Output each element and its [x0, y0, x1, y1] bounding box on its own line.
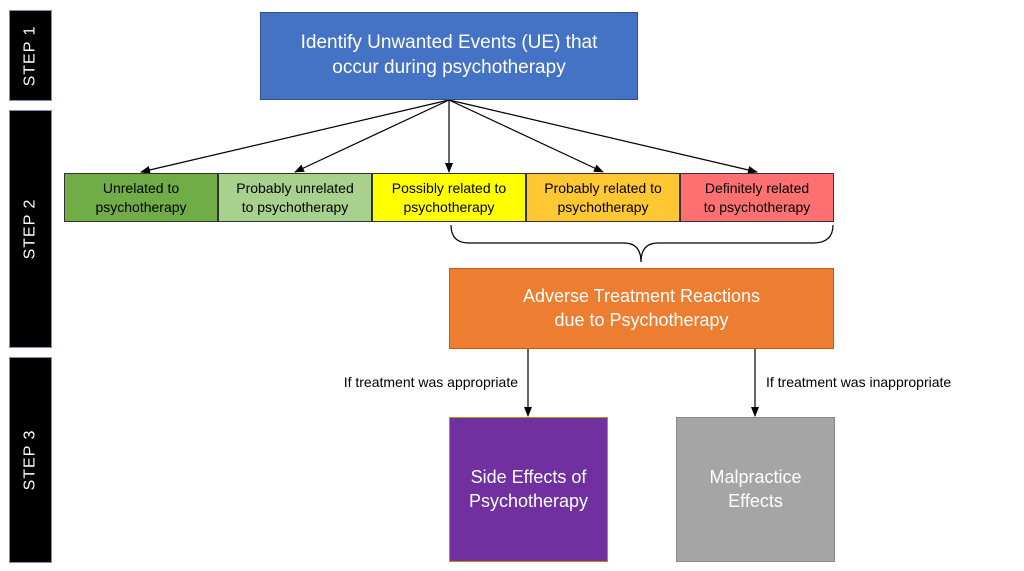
arrow-to-unrelated	[140, 99, 450, 174]
side-effects-box: Side Effects of Psychotherapy	[449, 417, 608, 562]
malpractice-effects-text: Malpractice Effects	[709, 467, 802, 511]
adverse-treatment-reactions-box: Adverse Treatment Reactions due to Psych…	[449, 268, 834, 349]
arrow-to-definitely-related	[448, 99, 758, 174]
category-probably-unrelated: Probably unrelated to psychotherapy	[218, 173, 372, 222]
category-possibly-related: Possibly related to psychotherapy	[372, 173, 526, 222]
category-possibly-related-text: Possibly related to psychotherapy	[391, 180, 507, 215]
category-probably-unrelated-text: Probably unrelated to psychotherapy	[236, 180, 354, 215]
category-probably-related: Probably related to psychotherapy	[526, 173, 680, 222]
side-effects-text: Side Effects of Psychotherapy	[468, 467, 589, 511]
branch-label-inappropriate: If treatment was inappropriate	[766, 374, 952, 390]
step-2-label: STEP 2	[9, 110, 52, 348]
arrow-to-probably-unrelated	[294, 99, 450, 173]
category-unrelated-text: Unrelated to psychotherapy	[95, 180, 187, 215]
identify-unwanted-events-box: Identify Unwanted Events (UE) that occur…	[260, 12, 638, 100]
step-3-label: STEP 3	[9, 357, 52, 563]
adverse-treatment-reactions-text: Adverse Treatment Reactions due to Psych…	[522, 286, 761, 330]
grouping-brace	[450, 224, 834, 263]
category-definitely-related: Definitely related to psychotherapy	[680, 173, 834, 222]
category-definitely-related-text: Definitely related to psychotherapy	[703, 180, 811, 215]
arrow-to-probably-related	[448, 99, 604, 173]
identify-unwanted-events-text: Identify Unwanted Events (UE) that occur…	[300, 32, 598, 78]
category-unrelated: Unrelated to psychotherapy	[64, 173, 218, 222]
category-probably-related-text: Probably related to psychotherapy	[544, 180, 662, 215]
malpractice-effects-box: Malpractice Effects	[676, 417, 835, 562]
step-1-label: STEP 1	[9, 10, 52, 101]
branch-label-appropriate: If treatment was appropriate	[343, 374, 518, 390]
